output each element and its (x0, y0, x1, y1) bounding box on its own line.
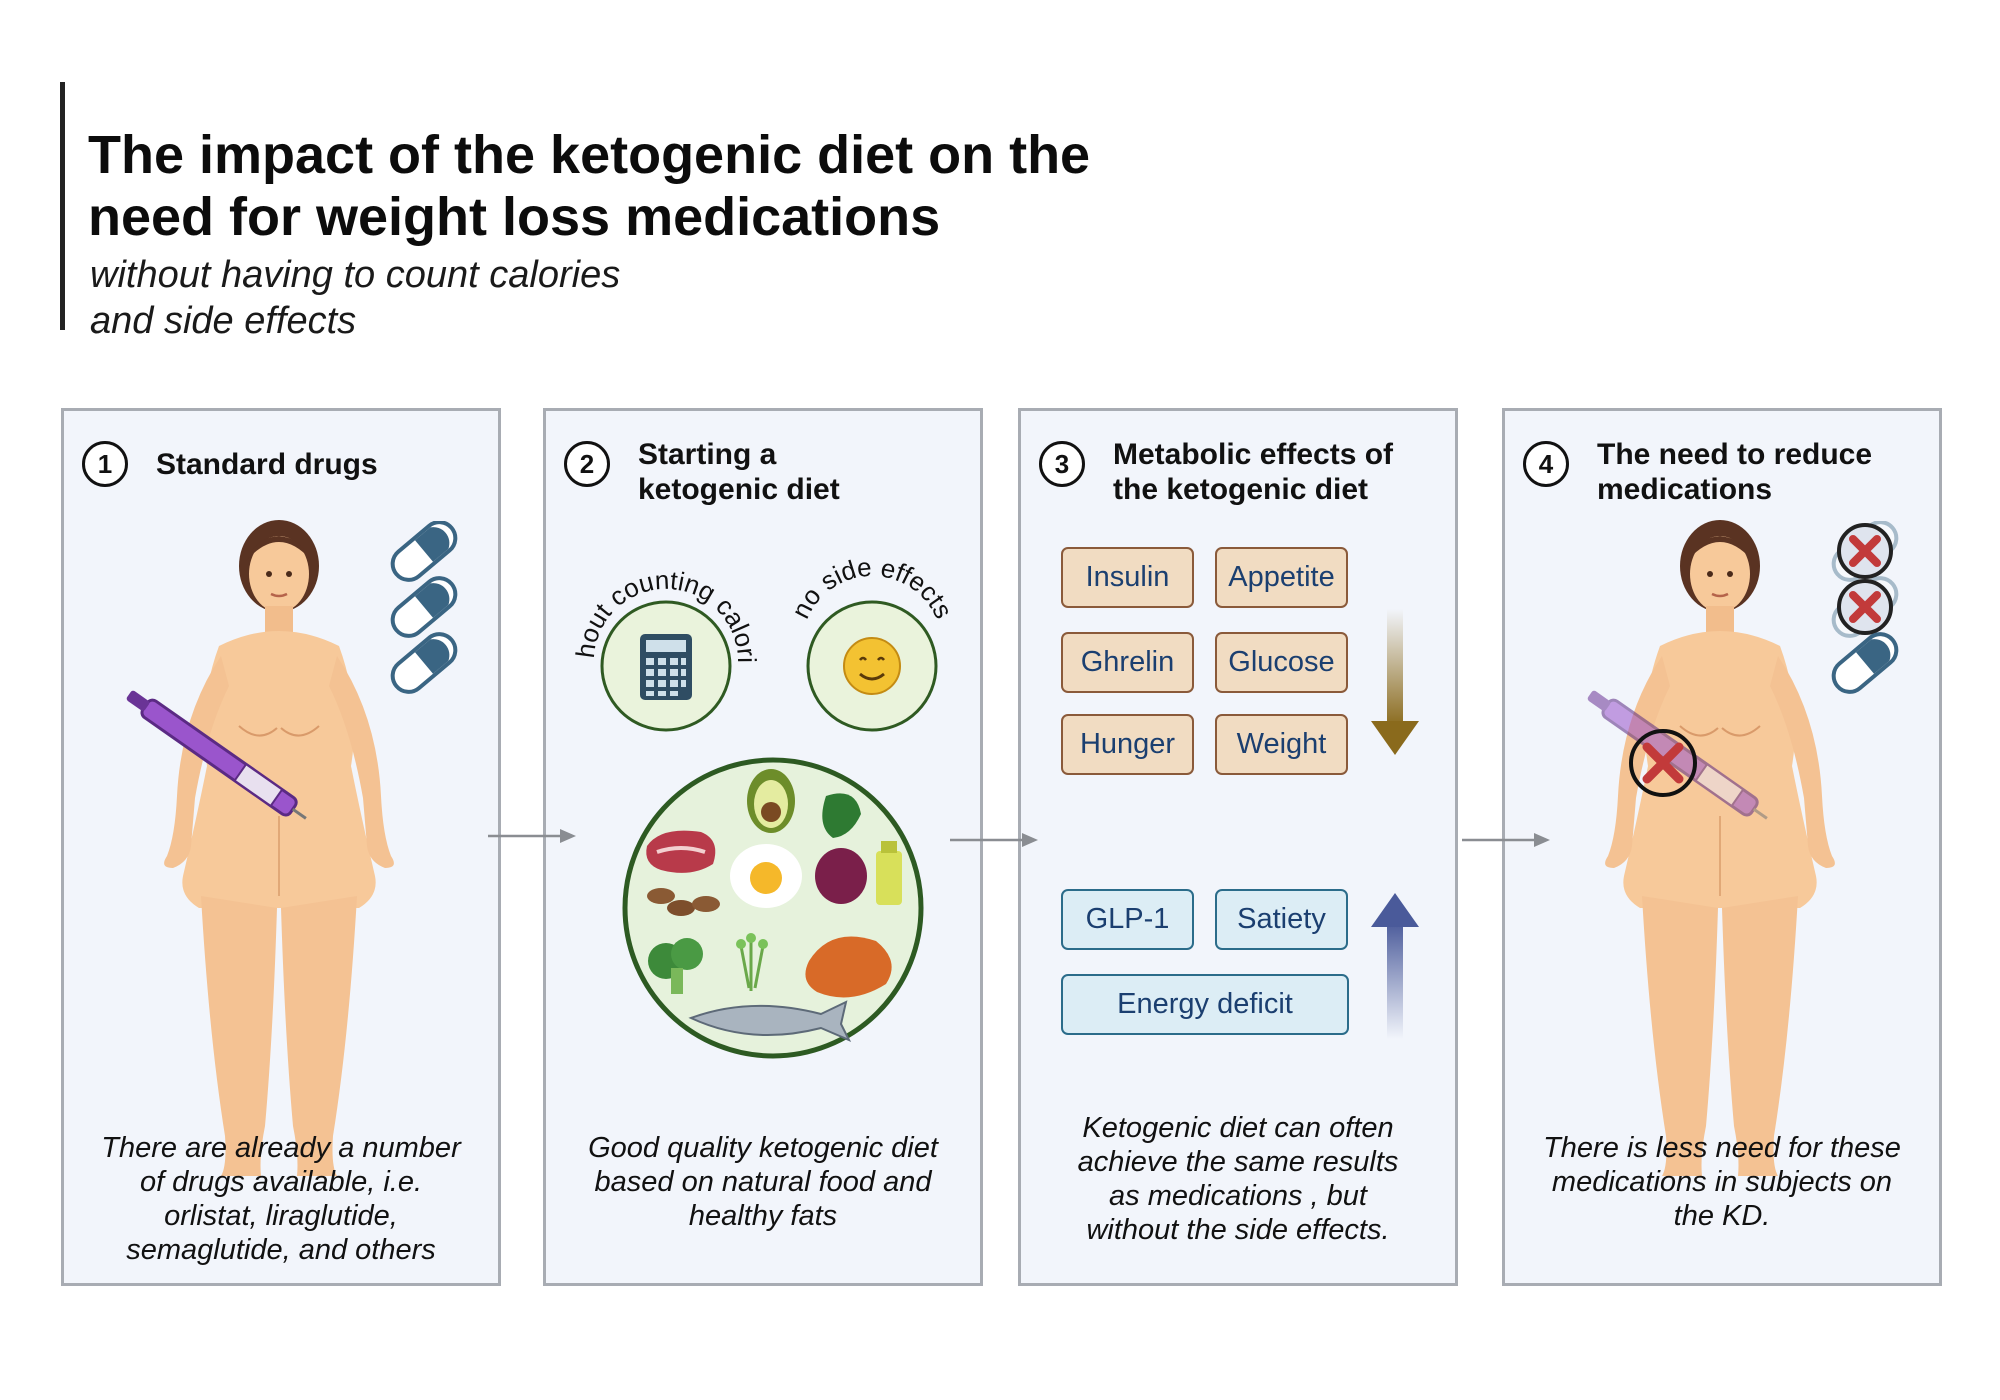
effect-increased-glp1: GLP-1 (1061, 889, 1194, 950)
panel-title: Starting a ketogenic diet (638, 438, 840, 506)
effect-decreased-ghrelin: Ghrelin (1061, 632, 1194, 693)
injection-pen-icon (121, 684, 314, 829)
panel-title: The need to reduce medications (1597, 438, 1873, 506)
effect-decreased-hunger: Hunger (1061, 714, 1194, 775)
decrease-arrow-icon (1371, 609, 1419, 755)
panel-title: Metabolic effects of the ketogenic diet (1113, 438, 1394, 506)
flow-arrow-2-to-3 (950, 833, 1038, 847)
effect-decreased-appetite: Appetite (1215, 547, 1348, 608)
page-subtitle: without having to count calories and sid… (90, 254, 621, 342)
step-number: 3 (1039, 441, 1085, 487)
effect-increased-energy-deficit: Energy deficit (1061, 974, 1349, 1035)
pill-capsules-icon (384, 521, 464, 701)
effect-decreased-weight: Weight (1215, 714, 1348, 775)
panel-caption: Good quality ketogenic diet based on nat… (588, 1132, 938, 1232)
smiley-icon (843, 637, 901, 695)
no-side-effects-badge: no side effects (785, 552, 959, 732)
panel-title: Standard drugs (156, 448, 378, 481)
flow-arrow-3-to-4 (1462, 833, 1550, 847)
title-accent-bar (60, 82, 65, 330)
panel-starting-keto: 2 Starting a ketogenic diet without coun… (543, 408, 983, 1286)
panel-caption: Ketogenic diet can often achieve the sam… (1077, 1112, 1399, 1246)
effect-increased-satiety: Satiety (1215, 889, 1348, 950)
calculator-icon (640, 634, 692, 700)
effect-decreased-glucose: Glucose (1215, 632, 1348, 693)
step-number: 1 (82, 441, 128, 487)
calculator-badge: without counting calories (566, 536, 762, 732)
effect-decreased-insulin: Insulin (1061, 547, 1194, 608)
reduced-pills-icon (1825, 521, 1905, 701)
page-title: The impact of the ketogenic diet on the … (88, 125, 1091, 247)
step-number: 4 (1523, 441, 1569, 487)
panel-metabolic-effects: 3 Metabolic effects of the ketogenic die… (1018, 408, 1458, 1286)
crossed-injection-pen-icon (1582, 684, 1775, 829)
step-number: 2 (564, 441, 610, 487)
panel-caption: There is less need for these medications… (1543, 1132, 1901, 1232)
keto-food-plate-illustration (622, 757, 924, 1059)
panel-caption: There are already a number of drugs avai… (101, 1132, 461, 1266)
panel-reduced-need: 4 The need to reduce medications There i… (1502, 408, 1942, 1286)
flow-arrow-1-to-2 (488, 829, 576, 843)
increase-arrow-icon (1371, 893, 1419, 1039)
panel-standard-drugs: 1 Standard drugs There are already a num… (61, 408, 501, 1286)
